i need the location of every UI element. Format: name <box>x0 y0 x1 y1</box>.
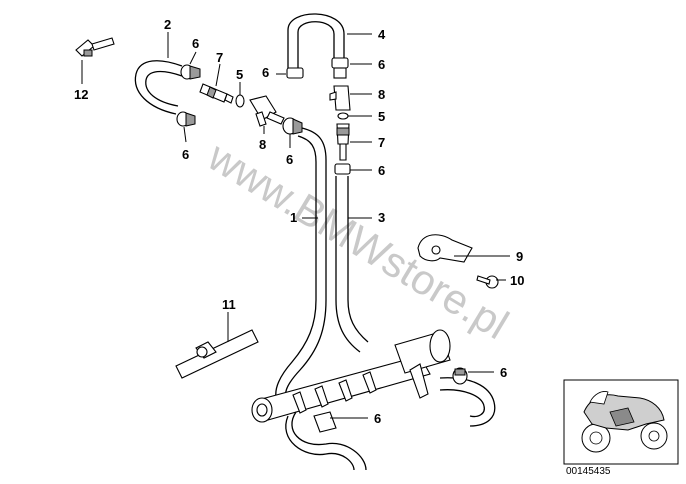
hose-clamp-bottom <box>313 411 337 433</box>
callout-3: 3 <box>378 210 385 225</box>
hose-4 <box>287 13 345 68</box>
hose-1 <box>275 127 327 406</box>
callout-9: 9 <box>516 249 523 264</box>
callout-11: 11 <box>222 297 236 312</box>
o-ring-right <box>337 112 349 120</box>
reference-number: 00145435 <box>566 466 611 477</box>
hose-clamp-lower-right <box>452 367 468 385</box>
callout-4: 4 <box>378 27 386 42</box>
callout-6: 6 <box>286 152 293 167</box>
callout-8: 8 <box>378 87 385 102</box>
hose-clamp-lower-left <box>176 111 196 127</box>
t-piece-right <box>329 85 351 111</box>
hose-clamp-top-left <box>286 67 304 79</box>
callout-6: 6 <box>378 163 385 178</box>
callout-6: 6 <box>374 411 381 426</box>
callout-6: 6 <box>192 36 199 51</box>
valve-right <box>336 123 350 161</box>
callout-6: 6 <box>500 365 507 380</box>
callout-8: 8 <box>259 137 266 152</box>
hose-clamp-top-right <box>331 57 349 79</box>
hose-clamp-center-left <box>282 117 303 135</box>
hose-clamp-mid-right <box>334 163 351 175</box>
part-11 <box>175 329 259 379</box>
t-piece-left <box>249 95 285 127</box>
hose-3 <box>335 176 369 353</box>
o-ring-left <box>235 94 245 108</box>
fuel-rail <box>251 329 451 423</box>
callout-7: 7 <box>378 135 385 150</box>
motorcycle-thumbnail: 00145435 <box>563 379 679 477</box>
bracket-9 <box>417 234 473 263</box>
hose-clamp-upper-left <box>180 64 201 80</box>
hose-2 <box>134 60 183 115</box>
callout-6: 6 <box>182 147 189 162</box>
callout-12: 12 <box>74 87 88 102</box>
callout-10: 10 <box>510 273 524 288</box>
callout-5: 5 <box>236 67 243 82</box>
callout-6: 6 <box>378 57 385 72</box>
watermark: www.BMWstore.pl <box>200 132 517 348</box>
callout-2: 2 <box>164 17 171 32</box>
callout-1: 1 <box>290 210 297 225</box>
callout-6: 6 <box>262 65 269 80</box>
clip-12 <box>75 37 115 57</box>
callout-5: 5 <box>378 109 385 124</box>
callout-7: 7 <box>216 50 223 65</box>
leader-lines <box>81 32 510 419</box>
valve-left <box>199 83 234 104</box>
screw-10 <box>476 275 499 289</box>
